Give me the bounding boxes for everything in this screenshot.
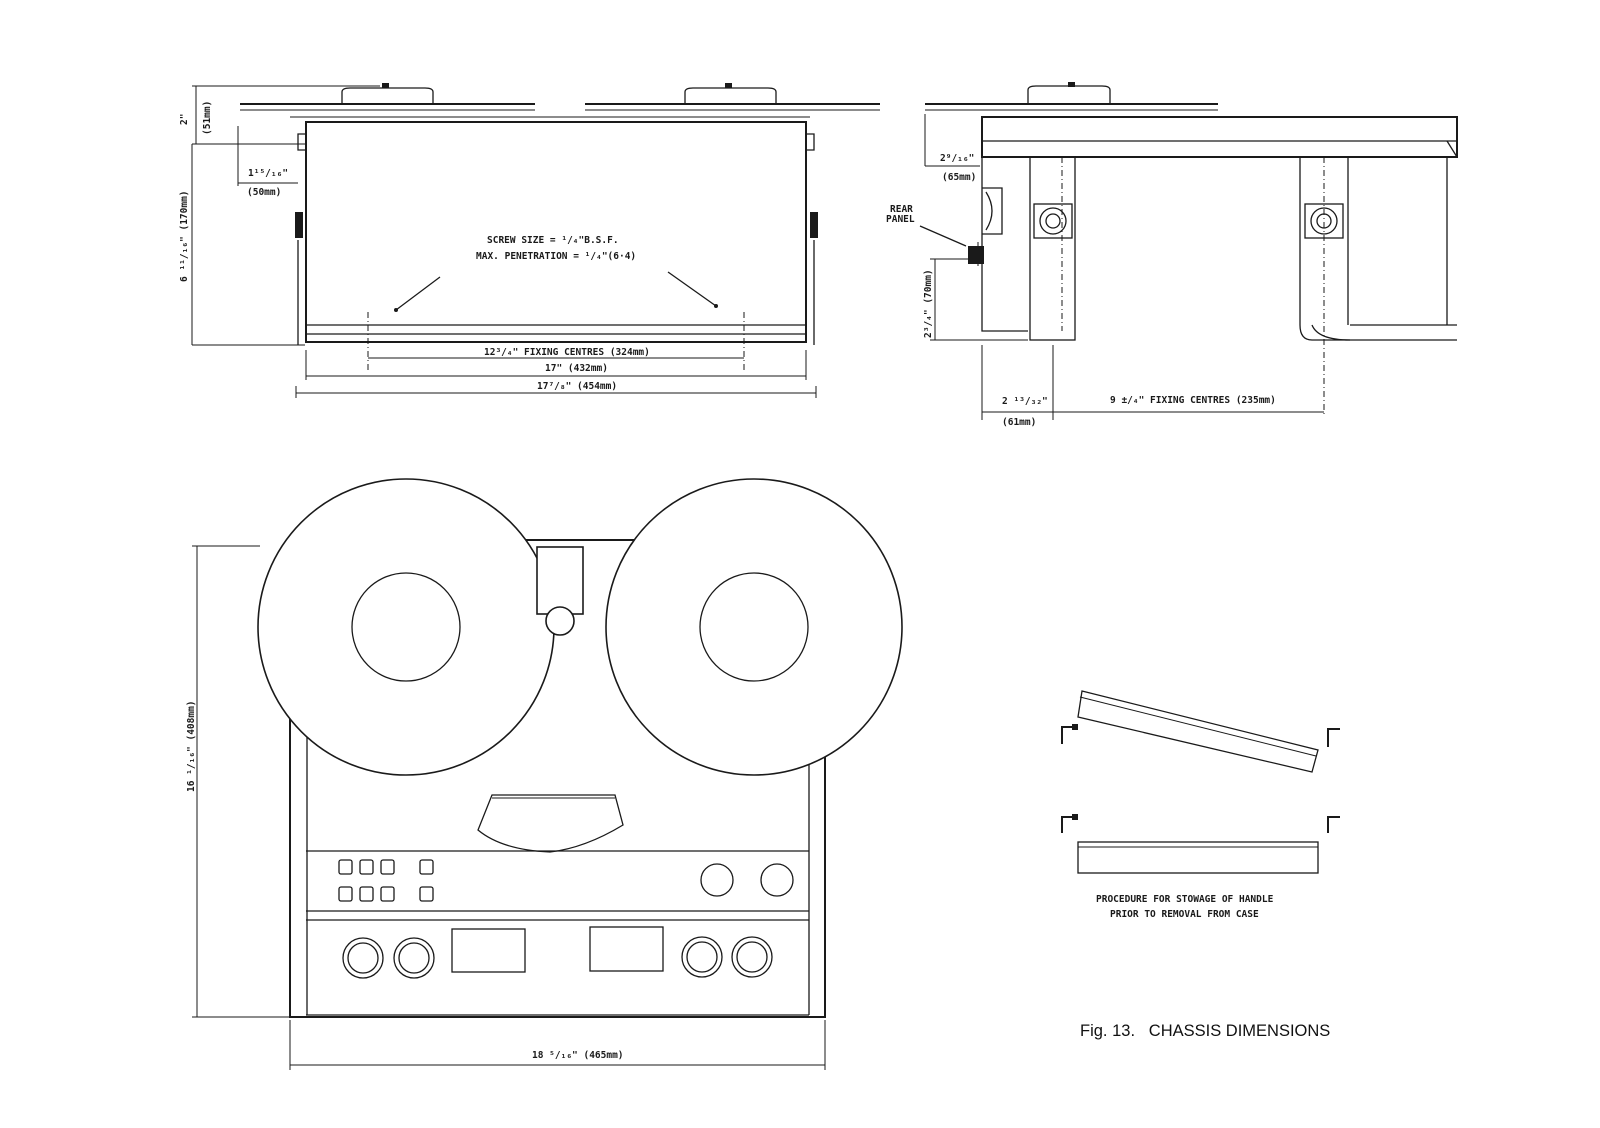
handle-stowage-detail: PROCEDURE FOR STOWAGE OF HANDLE PRIOR TO… (1061, 690, 1340, 920)
transport-buttons (338, 859, 434, 902)
side-top-offset-dimension: 2⁹/₁₆" (940, 153, 974, 164)
front-elevation-view: SCREW SIZE = ¹/₄"B.S.F. MAX. PENETRATION… (179, 83, 880, 398)
side-top-offset-dimension-mm: (65mm) (942, 172, 976, 183)
plan-height-dimension: 16 ¹/₁₆" (408mm) (186, 700, 197, 792)
right-level-meter (589, 926, 664, 972)
rear-height-dimension: 2³/₄" (70mm) (923, 269, 934, 338)
handle-offset-dimension: 1¹⁵/₁₆" (248, 168, 288, 179)
left-level-meter (451, 928, 526, 973)
plan-width-dimension: 18 ⁵/₁₆" (465mm) (532, 1050, 624, 1061)
side-fixing-centres-dimension: 9 ±/₄" FIXING CENTRES (235mm) (1110, 395, 1276, 406)
rear-panel-label-line2: PANEL (886, 214, 915, 225)
rear-depth-dimension-mm: (61mm) (1002, 417, 1036, 428)
stowage-note-line1: PROCEDURE FOR STOWAGE OF HANDLE (1096, 894, 1274, 905)
front-height-dimension: 6 ¹¹/₁₆" (170mm) (179, 190, 190, 282)
top-clearance-dimension-mm: (51mm) (202, 101, 213, 135)
rear-panel-label-line1: REAR (890, 204, 913, 215)
left-reel (257, 478, 555, 776)
head-cover (477, 794, 624, 853)
right-reel (605, 478, 903, 776)
plan-view: 16 ¹/₁₆" (408mm) 18 ⁵/₁₆" (465mm) (186, 478, 903, 1070)
top-clearance-dimension: 2" (179, 114, 190, 125)
rear-depth-dimension: 2 ¹³/₃₂" (1002, 396, 1048, 407)
front-inner-width-dimension: 17" (432mm) (545, 363, 608, 374)
max-penetration-note: MAX. PENETRATION = ¹/₄"(6·4) (476, 251, 636, 262)
figure-caption: Fig. 13. CHASSIS DIMENSIONS (1080, 1022, 1330, 1040)
handle-offset-dimension-mm: (50mm) (247, 187, 281, 198)
stowage-note-line2: PRIOR TO REMOVAL FROM CASE (1110, 909, 1259, 920)
front-fixing-centres-dimension: 12³/₄" FIXING CENTRES (324mm) (484, 347, 650, 358)
screw-size-note: SCREW SIZE = ¹/₄"B.S.F. (487, 235, 619, 246)
front-overall-width-dimension: 17⁷/₈" (454mm) (537, 381, 617, 392)
side-elevation-view: REAR PANEL 2⁹/₁₆" (65mm) 2³/₄" (70mm) 2 … (886, 82, 1458, 428)
